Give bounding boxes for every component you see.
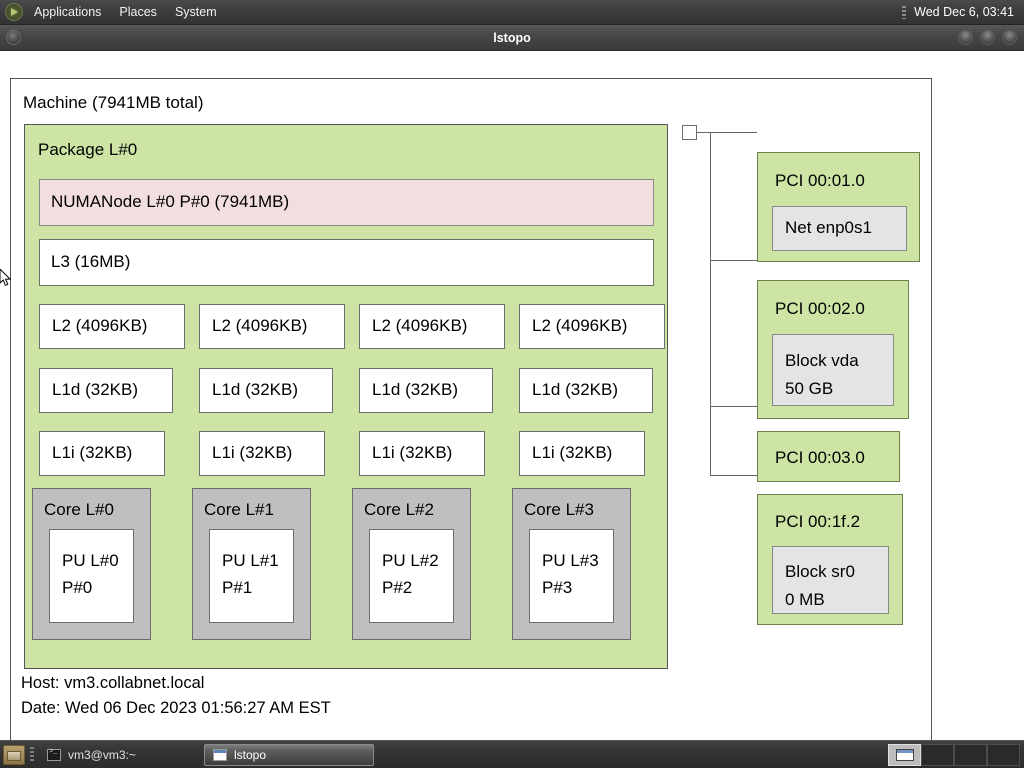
workspace-1[interactable] [888, 743, 921, 766]
window-title: lstopo [493, 30, 531, 45]
host-date-footer: Host: vm3.collabnet.local Date: Wed 06 D… [21, 674, 331, 717]
core-label-2: Core L#2 [364, 500, 434, 519]
l2-cache-label-1: L2 (4096KB) [212, 316, 308, 335]
pu-label-0: PU L#0 P#0 [62, 551, 119, 597]
tree-line-branch-3 [710, 475, 757, 476]
l1d-cache-label-1: L1d (32KB) [212, 380, 298, 399]
show-desktop-icon[interactable] [3, 744, 25, 765]
window-controls [958, 30, 1017, 45]
l1i-cache-box-2[interactable]: L1i (32KB) [359, 431, 485, 476]
task-button-lstopo-label: lstopo [234, 747, 267, 762]
close-button[interactable] [1002, 30, 1017, 45]
maximize-button[interactable] [980, 30, 995, 45]
l2-cache-label-0: L2 (4096KB) [52, 316, 148, 335]
tree-line-bridge-stub [697, 132, 711, 133]
l2-cache-label-2: L2 (4096KB) [372, 316, 468, 335]
l1i-cache-box-3[interactable]: L1i (32KB) [519, 431, 645, 476]
osdev-box-0[interactable]: Net enp0s1 [772, 206, 907, 251]
l1i-cache-label-2: L1i (32KB) [372, 443, 453, 462]
l3-cache-box[interactable]: L3 (16MB) [39, 239, 654, 286]
l1d-cache-box-1[interactable]: L1d (32KB) [199, 368, 333, 413]
pci-box-2[interactable]: PCI 00:03.0 [757, 431, 900, 482]
task-button-terminal[interactable]: vm3@vm3:~ [39, 744, 204, 766]
pu-box-2[interactable]: PU L#2 P#2 [369, 529, 454, 623]
l1i-cache-box-0[interactable]: L1i (32KB) [39, 431, 165, 476]
menu-places[interactable]: Places [119, 5, 157, 19]
clock-applet[interactable]: Wed Dec 6, 03:41 [914, 5, 1014, 19]
pci-label-3: PCI 00:1f.2 [775, 512, 861, 531]
numanode-box[interactable]: NUMANode L#0 P#0 (7941MB) [39, 179, 654, 226]
l2-cache-box-1[interactable]: L2 (4096KB) [199, 304, 345, 349]
topology-canvas: Machine (7941MB total) Package L#0 NUMAN… [0, 51, 1024, 754]
l1d-cache-box-3[interactable]: L1d (32KB) [519, 368, 653, 413]
host-bridge-box[interactable] [682, 125, 697, 140]
l2-cache-box-3[interactable]: L2 (4096KB) [519, 304, 665, 349]
tree-line-branch-2 [710, 406, 757, 407]
osdev-label-3: Block sr0 0 MB [785, 562, 855, 609]
pu-box-3[interactable]: PU L#3 P#3 [529, 529, 614, 623]
tree-line-branch-1 [710, 260, 757, 261]
core-label-0: Core L#0 [44, 500, 114, 519]
core-label-1: Core L#1 [204, 500, 274, 519]
lstopo-window: lstopo Machine (7941MB total) Package L#… [0, 25, 1024, 754]
machine-label: Machine (7941MB total) [23, 93, 204, 112]
l1i-cache-label-1: L1i (32KB) [212, 443, 293, 462]
osdev-box-1[interactable]: Block vda 50 GB [772, 334, 894, 406]
pu-box-1[interactable]: PU L#1 P#1 [209, 529, 294, 623]
osdev-label-1: Block vda 50 GB [785, 351, 859, 398]
l1d-cache-box-2[interactable]: L1d (32KB) [359, 368, 493, 413]
pci-label-2: PCI 00:03.0 [775, 448, 865, 467]
window-icon [213, 748, 227, 761]
gnome-foot-icon[interactable] [5, 3, 23, 21]
terminal-icon [47, 748, 61, 761]
numanode-label: NUMANode L#0 P#0 (7941MB) [51, 192, 290, 211]
workspace-switcher [888, 743, 1020, 766]
l1d-cache-label-3: L1d (32KB) [532, 380, 618, 399]
taskbar-grip-icon [30, 746, 34, 763]
menu-applications[interactable]: Applications [34, 5, 102, 19]
l2-cache-box-2[interactable]: L2 (4096KB) [359, 304, 505, 349]
pci-label-1: PCI 00:02.0 [775, 299, 865, 318]
osdev-label-0: Net enp0s1 [785, 218, 872, 237]
pu-label-2: PU L#2 P#2 [382, 551, 439, 597]
tree-line-trunk [710, 132, 711, 476]
l2-cache-box-0[interactable]: L2 (4096KB) [39, 304, 185, 349]
osdev-box-3[interactable]: Block sr0 0 MB [772, 546, 889, 614]
l1d-cache-label-2: L1d (32KB) [372, 380, 458, 399]
l2-cache-label-3: L2 (4096KB) [532, 316, 628, 335]
l1d-cache-box-0[interactable]: L1d (32KB) [39, 368, 173, 413]
window-titlebar[interactable]: lstopo [0, 25, 1024, 51]
pu-box-0[interactable]: PU L#0 P#0 [49, 529, 134, 623]
panel-grip-icon [902, 5, 907, 19]
task-button-terminal-label: vm3@vm3:~ [68, 747, 136, 762]
task-button-lstopo[interactable]: lstopo [204, 743, 374, 766]
pu-label-1: PU L#1 P#1 [222, 551, 279, 597]
minimize-button[interactable] [958, 30, 973, 45]
gnome-top-panel: Applications Places System Wed Dec 6, 03… [0, 0, 1024, 25]
menu-system[interactable]: System [174, 5, 217, 19]
l1i-cache-box-1[interactable]: L1i (32KB) [199, 431, 325, 476]
workspace-4[interactable] [987, 743, 1020, 766]
workspace-2[interactable] [921, 743, 954, 766]
pu-label-3: PU L#3 P#3 [542, 551, 599, 597]
workspace-3[interactable] [954, 743, 987, 766]
window-menu-icon[interactable] [6, 30, 21, 45]
gnome-bottom-panel: vm3@vm3:~ lstopo [0, 740, 1024, 768]
l3-cache-label: L3 (16MB) [51, 252, 131, 271]
l1i-cache-label-0: L1i (32KB) [52, 443, 133, 462]
package-label: Package L#0 [38, 140, 138, 159]
l1i-cache-label-3: L1i (32KB) [532, 443, 613, 462]
core-label-3: Core L#3 [524, 500, 594, 519]
tree-line-branch-0 [710, 132, 757, 133]
l1d-cache-label-0: L1d (32KB) [52, 380, 138, 399]
pci-label-0: PCI 00:01.0 [775, 171, 865, 190]
